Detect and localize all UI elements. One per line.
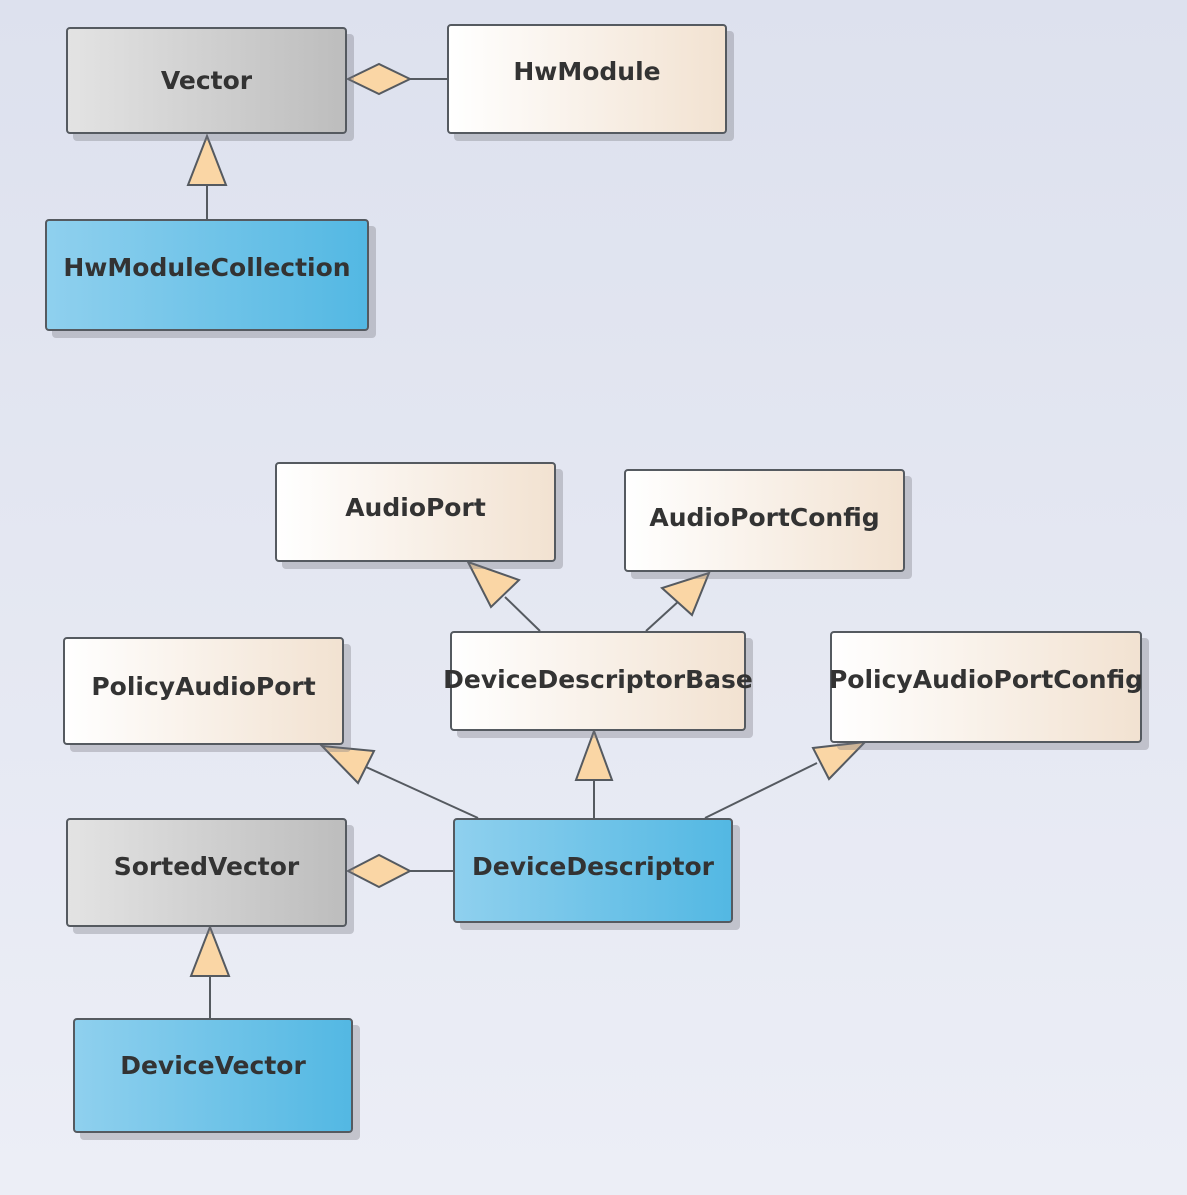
class-hwmodulecollection-label: HwModuleCollection [63, 252, 351, 282]
generalization-line-devicedescriptor-policyaudioportconfig [704, 762, 818, 819]
class-sortedvector[interactable]: SortedVector [66, 818, 347, 927]
class-audioport[interactable]: AudioPort [275, 462, 556, 562]
generalization-line-devicedescriptorbase-audioportconfig [645, 599, 681, 632]
class-policyaudioport-label: PolicyAudioPort [91, 671, 316, 701]
class-devicedescriptorbase-label: DeviceDescriptorBase [443, 665, 753, 694]
class-hwmodule-label: HwModule [513, 56, 661, 86]
generalization-line-devicedescriptorbase-audioport [504, 596, 541, 632]
class-audioport-label: AudioPort [345, 492, 486, 522]
class-policyaudioportconfig[interactable]: PolicyAudioPortConfig [828, 631, 1144, 743]
class-vector[interactable]: Vector [66, 27, 347, 134]
generalization-arrowhead-sortedvector [189, 924, 231, 977]
generalization-arrowhead-audioport [465, 560, 521, 609]
class-audioportconfig[interactable]: AudioPortConfig [624, 469, 905, 572]
class-devicedescriptor[interactable]: DeviceDescriptor [453, 818, 733, 923]
class-hwmodule[interactable]: HwModule [447, 24, 727, 134]
class-policyaudioport[interactable]: PolicyAudioPort [63, 637, 344, 745]
generalization-arrowhead-audioportconfig [660, 571, 711, 617]
aggregation-diamond-vector [345, 62, 413, 96]
class-policyaudioportconfig-label: PolicyAudioPortConfig [828, 664, 1144, 694]
generalization-arrowhead-devicedescriptorbase [574, 728, 614, 781]
class-vector-label: Vector [160, 66, 253, 95]
generalization-arrowhead-policyaudioportconfig [811, 740, 868, 781]
class-hwmodulecollection[interactable]: HwModuleCollection [45, 219, 369, 331]
generalization-line-devicedescriptor-policyaudioport [365, 766, 479, 819]
class-sortedvector-label: SortedVector [113, 852, 300, 881]
class-audioportconfig-label: AudioPortConfig [649, 503, 880, 532]
class-devicedescriptor-label: DeviceDescriptor [471, 852, 714, 881]
aggregation-diamond-sortedvector [345, 853, 413, 889]
class-devicevector-label: DeviceVector [120, 1051, 306, 1080]
class-devicedescriptorbase[interactable]: DeviceDescriptorBase [443, 631, 753, 731]
generalization-arrowhead-policyaudioport [319, 744, 376, 785]
generalization-arrowhead-vector [186, 133, 228, 186]
class-devicevector[interactable]: DeviceVector [73, 1018, 353, 1133]
